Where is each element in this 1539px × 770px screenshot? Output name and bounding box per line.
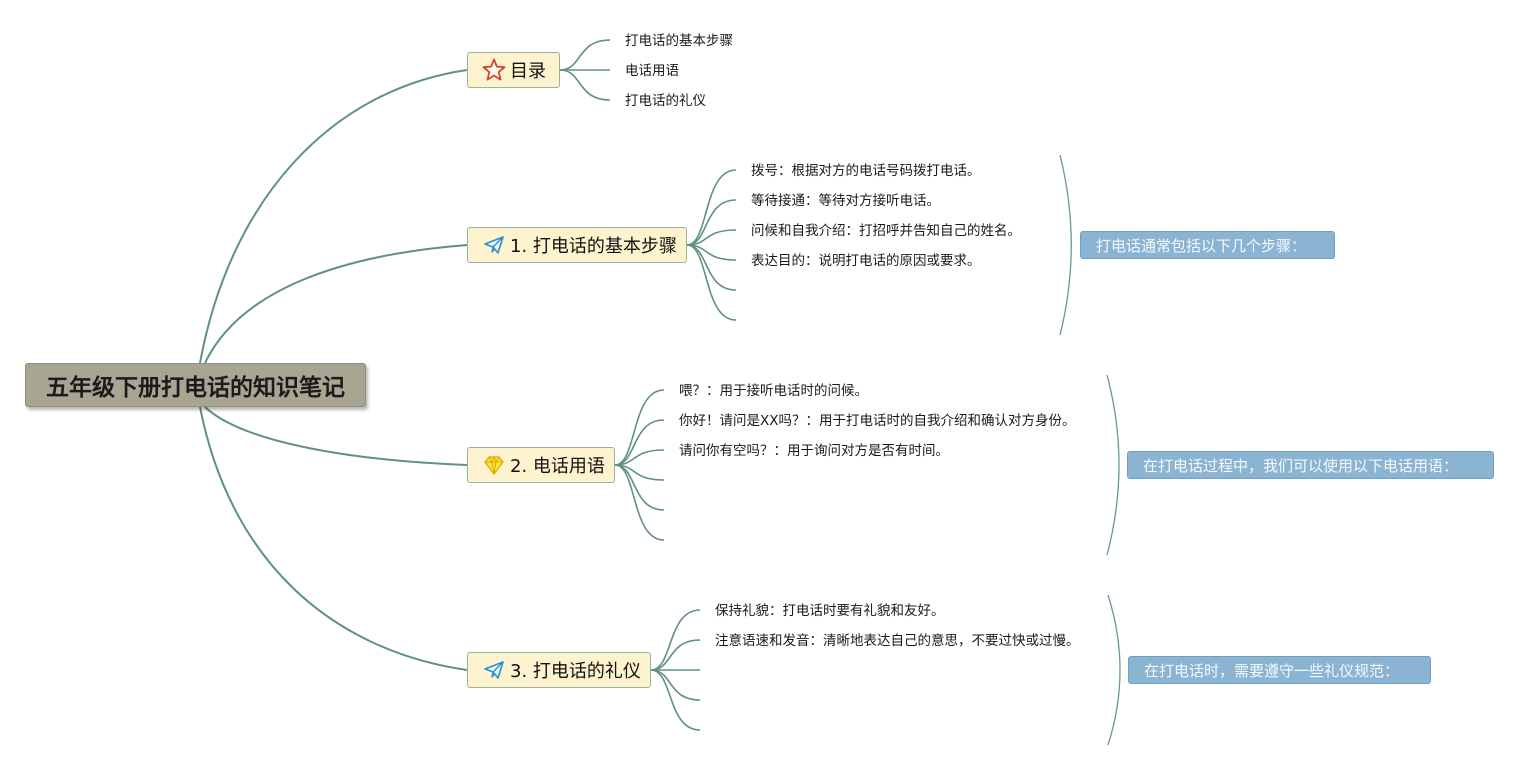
summary-label: 在打电话时，需要遵守一些礼仪规范：	[1144, 661, 1400, 680]
paper-plane-icon	[482, 233, 506, 257]
summary-brace-steps	[1059, 154, 1072, 336]
branch-label: 2. 电话用语	[510, 456, 605, 477]
leaf-connector	[686, 244, 737, 321]
summary-steps[interactable]: 打电话通常包括以下几个步骤：	[1080, 231, 1335, 259]
connector-root-etiquette	[199, 406, 468, 671]
branch-label: 1. 打电话的基本步骤	[510, 236, 677, 257]
root-topic[interactable]: 五年级下册打电话的知识笔记	[25, 363, 366, 407]
summary-etiquette[interactable]: 在打电话时，需要遵守一些礼仪规范：	[1128, 656, 1431, 684]
leaf-connector	[614, 464, 665, 511]
leaf-etiquette-speech[interactable]: 注意语速和发音：清晰地表达自己的意思，不要过快或过慢。	[715, 633, 1080, 649]
connector-root-steps	[204, 244, 468, 364]
leaf-steps-purpose[interactable]: 表达目的：说明打电话的原因或要求。	[751, 253, 981, 269]
leaf-connector	[650, 669, 701, 731]
leaf-steps-greet[interactable]: 问候和自我介绍：打招呼并告知自己的姓名。	[751, 223, 1021, 239]
diamond-icon	[482, 453, 506, 477]
summary-label: 在打电话过程中，我们可以使用以下电话用语：	[1143, 456, 1459, 475]
leaf-connector	[650, 639, 701, 671]
summary-phrases[interactable]: 在打电话过程中，我们可以使用以下电话用语：	[1127, 451, 1494, 479]
leaf-connector	[614, 389, 665, 466]
leaf-connector	[614, 464, 665, 541]
branch-steps[interactable]: 1. 打电话的基本步骤	[467, 227, 687, 263]
leaf-phrases-intro[interactable]: 你好！请问是XX吗？：用于打电话时的自我介绍和确认对方身份。	[679, 413, 1076, 429]
branch-phrases[interactable]: 2. 电话用语	[467, 447, 615, 483]
leaf-toc-phrases[interactable]: 电话用语	[625, 63, 679, 79]
leaf-toc-steps[interactable]: 打电话的基本步骤	[625, 33, 733, 49]
branch-label: 3. 打电话的礼仪	[510, 661, 641, 682]
summary-label: 打电话通常包括以下几个步骤：	[1096, 236, 1307, 255]
connector-root-toc	[199, 69, 468, 364]
summary-brace-etiquette	[1107, 594, 1121, 746]
root-title: 五年级下册打电话的知识笔记	[46, 375, 345, 401]
leaf-phrases-hello[interactable]: 喂？：用于接听电话时的问候。	[679, 383, 868, 399]
leaf-toc-etiquette[interactable]: 打电话的礼仪	[625, 93, 706, 109]
paper-plane-icon	[482, 658, 506, 682]
connector-root-phrases	[204, 406, 468, 466]
leaf-steps-wait[interactable]: 等待接通：等待对方接听电话。	[751, 193, 940, 209]
star-icon	[482, 58, 506, 82]
branch-label: 目录	[510, 61, 546, 82]
leaf-steps-dial[interactable]: 拨号：根据对方的电话号码拨打电话。	[751, 163, 981, 179]
leaf-connector	[559, 69, 611, 101]
summary-brace-phrases	[1106, 374, 1120, 556]
leaf-connector	[614, 419, 665, 466]
leaf-connector	[650, 669, 701, 701]
branch-toc[interactable]: 目录	[467, 52, 560, 88]
leaf-connector	[686, 244, 737, 291]
branch-etiquette[interactable]: 3. 打电话的礼仪	[467, 652, 651, 688]
leaf-connector	[650, 609, 701, 671]
leaf-connector	[559, 39, 611, 71]
leaf-connector	[686, 169, 737, 246]
leaf-phrases-ask-time[interactable]: 请问你有空吗？：用于询问对方是否有时间。	[679, 443, 949, 459]
leaf-connector	[686, 199, 737, 246]
leaf-etiquette-polite[interactable]: 保持礼貌：打电话时要有礼貌和友好。	[715, 603, 945, 619]
